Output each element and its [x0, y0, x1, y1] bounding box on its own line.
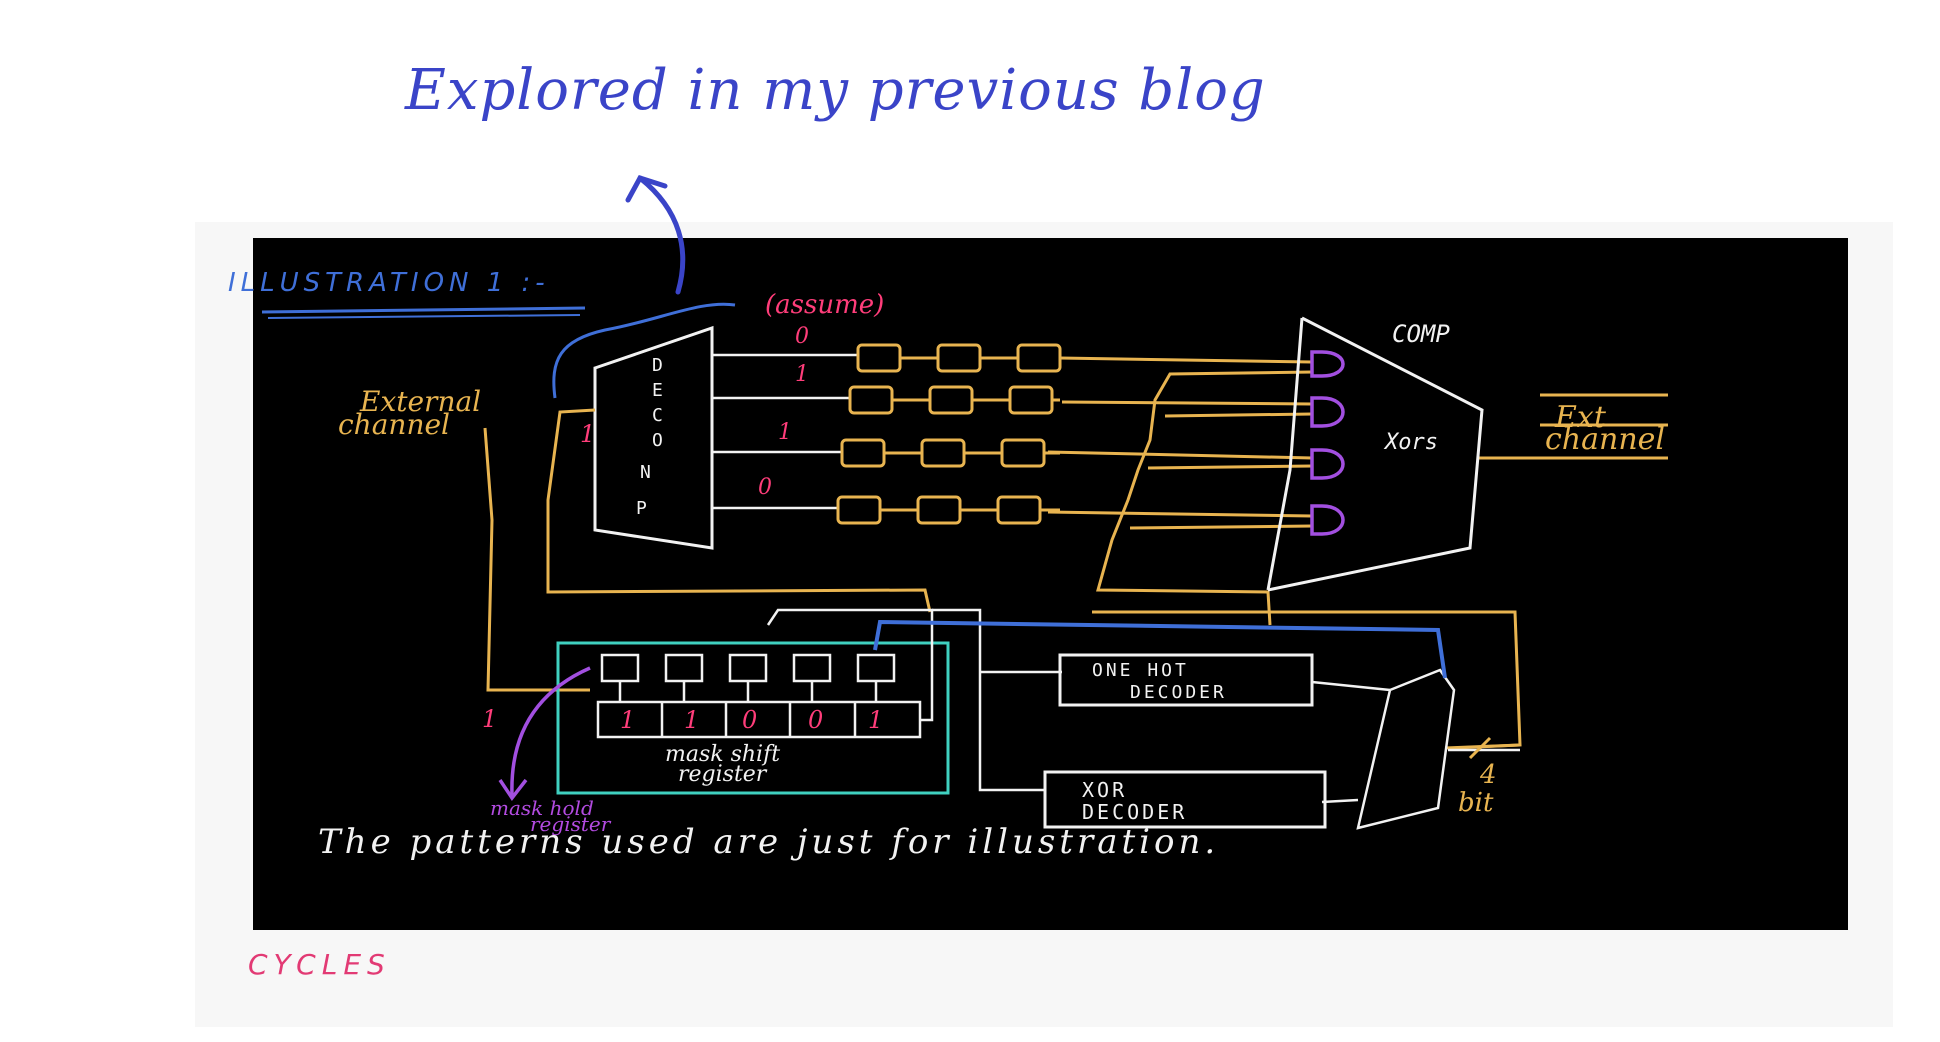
channel-lines [712, 353, 858, 510]
bit-label-3: 0 [758, 475, 772, 500]
blue-brace [552, 302, 736, 399]
bit-label-1: 1 [795, 362, 809, 387]
comp-left-edge [1266, 317, 1304, 591]
decomp-letter-o: O [652, 430, 663, 451]
comp-block [1267, 316, 1484, 592]
mask-bit-1: 1 [684, 706, 700, 734]
xors-label: Xors [1385, 430, 1438, 455]
white-wires [766, 608, 1520, 830]
mask-hold-arrowhead [498, 778, 528, 801]
blackboard-canvas [253, 238, 1848, 930]
bit-label-2: 1 [778, 420, 792, 445]
decomp-block [593, 325, 714, 550]
mask-shift-label-1: mask shift [665, 742, 781, 767]
flip-flop-0-2 [1016, 343, 1062, 373]
decomp-letter-c: C [652, 405, 663, 426]
mask-bit-0: 1 [620, 706, 636, 734]
serial-bit-label: 1 [482, 705, 498, 733]
annotation-arrowhead [625, 174, 668, 203]
mask-bit-4: 1 [868, 706, 884, 734]
ext-channel-label-1: Ext [1555, 400, 1606, 435]
input-bit-label: 1 [580, 420, 596, 448]
annotation-arrow [637, 175, 686, 295]
flip-flop-1-0 [848, 385, 894, 415]
flip-flop-3-1 [916, 495, 962, 525]
mask-shift-label-2: register [678, 762, 767, 787]
mask-hold-arrow [510, 666, 591, 796]
flip-flop-2-1 [920, 438, 966, 468]
cycles-label: CYCLES [248, 948, 391, 981]
flip-flop-2-2 [1000, 438, 1046, 468]
mask-hold-cell-0 [600, 653, 640, 683]
illustration-underline [261, 306, 586, 314]
decomp-letter-d: D [652, 355, 663, 376]
flip-flop-3-0 [836, 495, 882, 525]
diagram-caption: The patterns used are just for illustrat… [318, 822, 1220, 862]
bus-width-tick [1468, 736, 1492, 760]
one-hot-decoder-box [1058, 653, 1314, 707]
xor-decoder-label-2: DECODER [1082, 800, 1188, 824]
flip-flop-2-0 [840, 438, 886, 468]
mask-hold-label-1: mask hold [490, 796, 594, 820]
bit-label-0: 0 [795, 324, 809, 349]
mask-hold-cell-1 [664, 653, 704, 683]
flip-flop-1-2 [1008, 385, 1054, 415]
and-gates [1310, 350, 1345, 536]
gold-wires [483, 356, 1668, 750]
decomp-letter-n: N [640, 462, 651, 483]
flip-flop-0-1 [936, 343, 982, 373]
xor-decoder-box [1043, 770, 1327, 829]
blue-wire [873, 619, 1447, 679]
mask-hold-cells [600, 653, 896, 702]
assume-label: (assume) [765, 290, 885, 320]
flip-flop-0-0 [856, 343, 902, 373]
flip-flop-3-2 [996, 495, 1042, 525]
decomp-letter-e: E [652, 380, 663, 401]
illustration-underline-2 [267, 314, 581, 319]
mask-bit-3: 0 [808, 706, 824, 734]
mask-hold-cell-4 [856, 653, 896, 683]
mask-hold-label-2: register [530, 812, 611, 836]
one-hot-label-1: ONE HOT [1092, 660, 1189, 681]
mask-hold-cell-3 [792, 653, 832, 683]
one-hot-label-2: DECODER [1130, 682, 1227, 703]
decomp-letter-p: P [636, 498, 647, 519]
mask-hold-cell-2 [728, 653, 768, 683]
ext-channel-label-2: channel [1545, 422, 1665, 457]
illustration-heading: ILLUSTRATION 1 :- [228, 268, 550, 298]
bus-width-label-2: bit [1458, 788, 1494, 818]
register-chains [836, 343, 1062, 525]
flip-flop-1-1 [928, 385, 974, 415]
external-channel-label-1: External [360, 385, 482, 418]
blog-annotation: Explored in my previous blog [405, 58, 1266, 123]
bus-width-label-1: 4 [1480, 760, 1497, 790]
comp-label: COMP [1392, 320, 1450, 348]
xor-decoder-label-1: XOR [1082, 778, 1128, 802]
external-channel-label-2: channel [338, 408, 450, 441]
mask-bit-2: 0 [742, 706, 758, 734]
mask-hold-register-box [556, 641, 950, 795]
